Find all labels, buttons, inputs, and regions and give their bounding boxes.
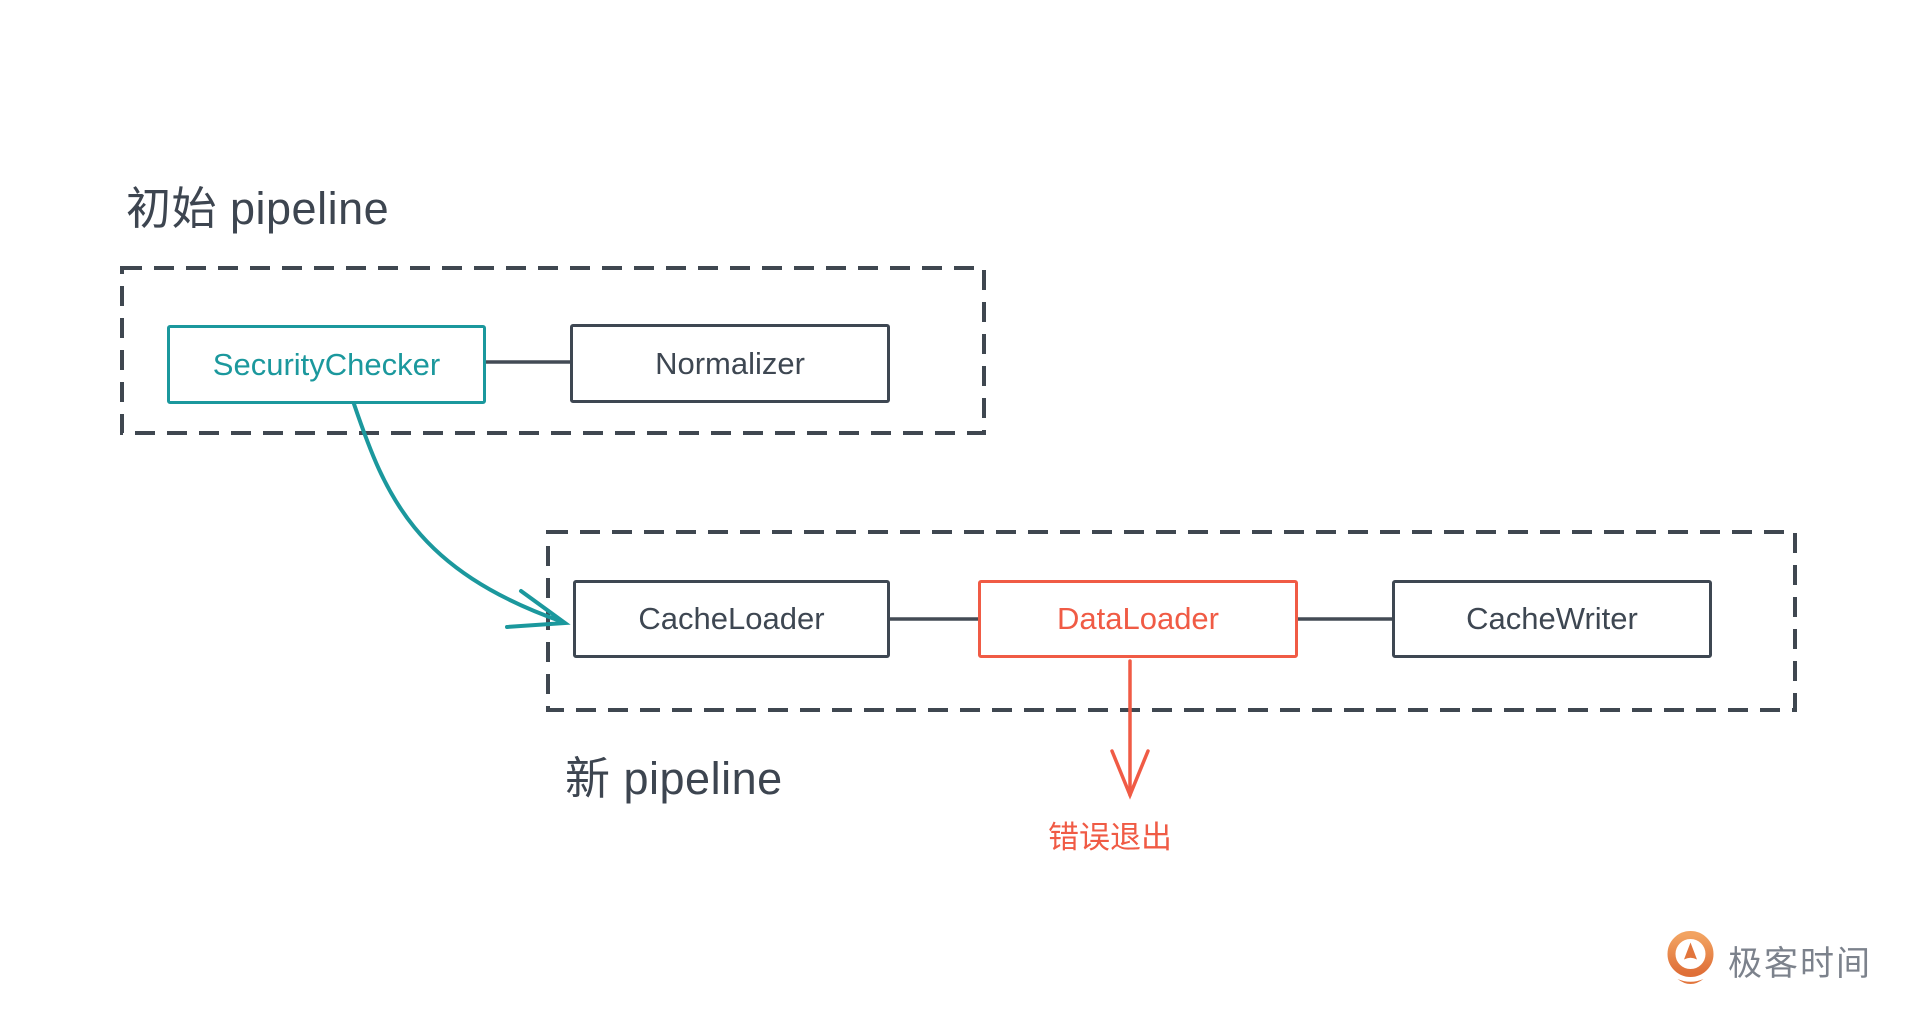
branch-arrow — [352, 402, 571, 629]
new-pipeline-title: 新 pipeline — [565, 753, 783, 804]
new-pipeline-dashed-border — [546, 530, 1797, 712]
initial-pipeline-title: 初始 pipeline — [126, 183, 390, 234]
error-exit-label: 错误退出 — [1048, 820, 1172, 855]
node-cache-writer: CacheWriter — [1392, 580, 1712, 658]
node-cache-loader: CacheLoader — [573, 580, 890, 658]
geektime-logo-icon — [1667, 931, 1714, 984]
error-exit-arrow — [1110, 659, 1150, 800]
brand-logo: 极客时间 — [1667, 930, 1872, 990]
brand-logo-text: 极客时间 — [1728, 944, 1872, 983]
node-normalizer: Normalizer — [570, 324, 890, 403]
initial-pipeline-dashed-border — [120, 266, 986, 435]
node-security-checker: SecurityChecker — [167, 325, 486, 404]
node-data-loader: DataLoader — [978, 580, 1298, 658]
